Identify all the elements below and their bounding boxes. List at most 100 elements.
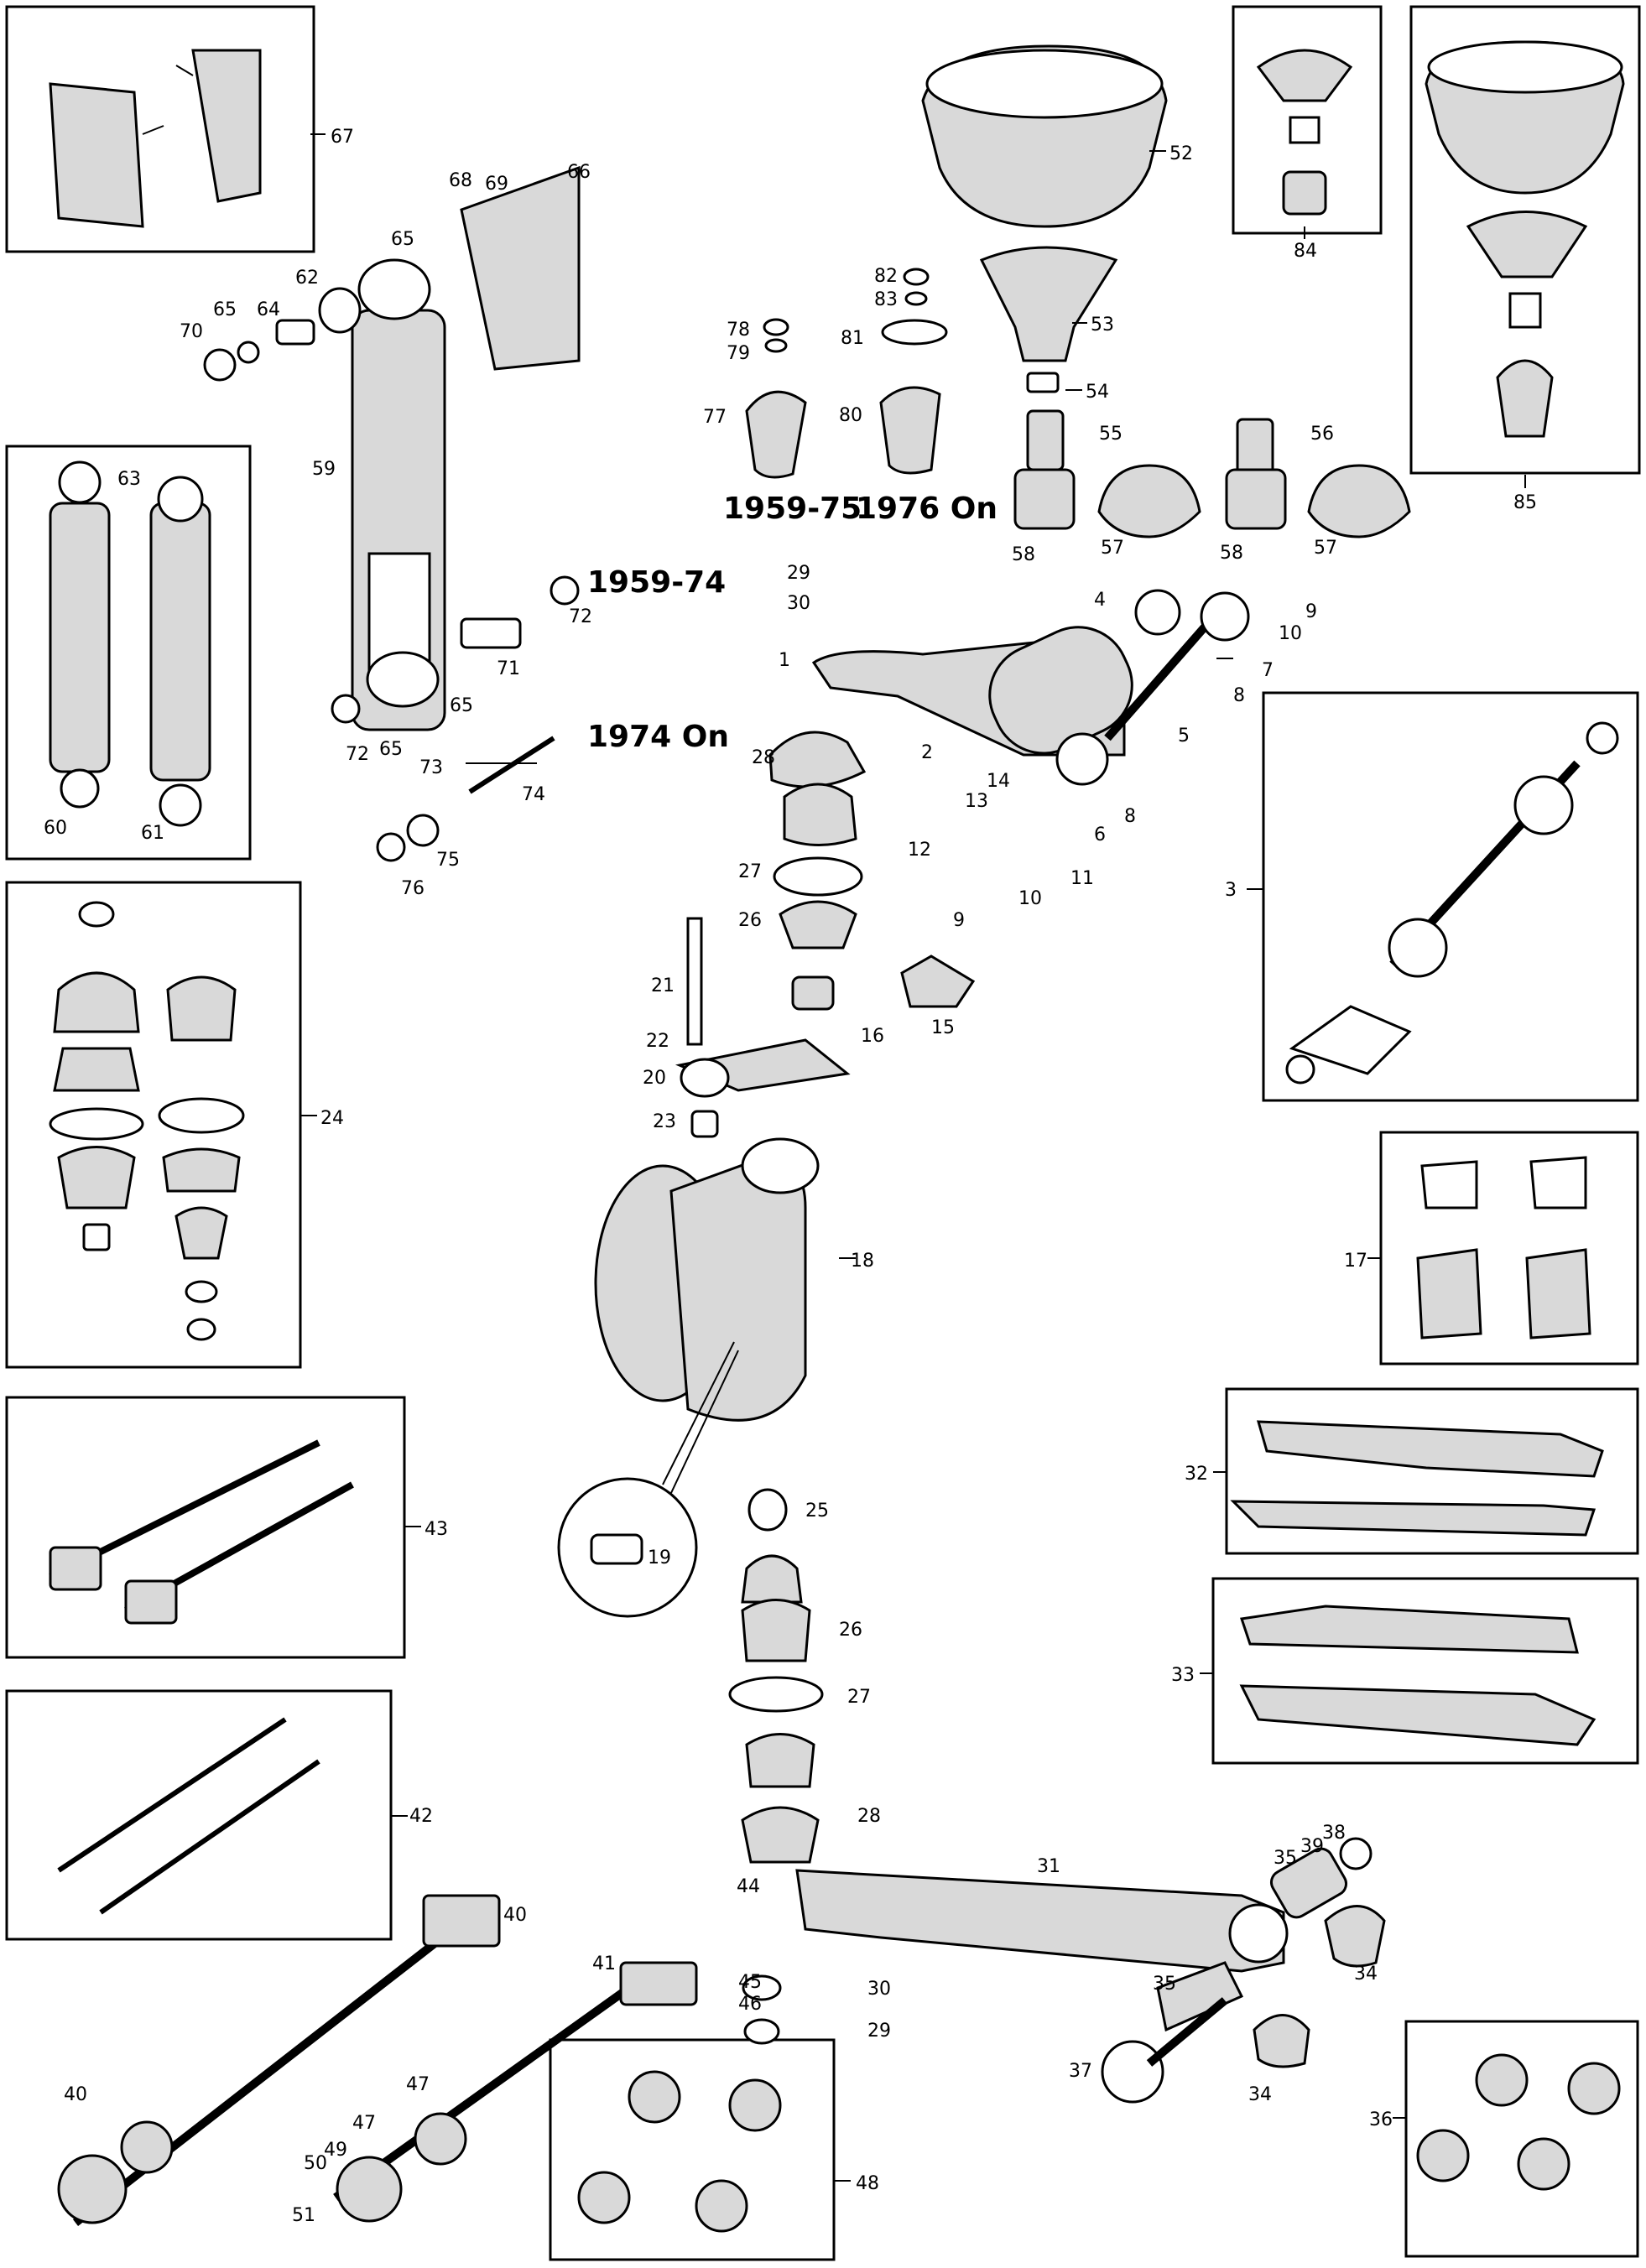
callout-21: 21: [651, 975, 675, 996]
tie-rods: [49, 1439, 698, 2226]
callout-71: 71: [497, 658, 520, 679]
callout-64: 64: [257, 299, 280, 320]
callout-40b: 40: [64, 2084, 87, 2105]
bush-stack-lower: [728, 1488, 824, 2045]
links-32: [1230, 1420, 1604, 1537]
callout-57b: 57: [1314, 538, 1337, 559]
year-note-1976-on: 1976 On: [856, 492, 997, 526]
callout-58b: 58: [1220, 543, 1243, 564]
bump-rubber-17: [1416, 1156, 1591, 1339]
callout-10a: 10: [1279, 623, 1302, 644]
callout-22: 22: [646, 1031, 669, 1052]
callout-62: 62: [295, 268, 319, 289]
callout-77: 77: [703, 407, 727, 428]
callout-70: 70: [180, 321, 203, 342]
callout-75: 75: [436, 850, 460, 871]
callout-26b: 26: [839, 1620, 862, 1641]
callout-39: 39: [1300, 1836, 1324, 1857]
callout-44: 44: [737, 1876, 760, 1897]
callout-80: 80: [839, 405, 862, 426]
callout-79: 79: [727, 343, 750, 364]
callout-8b: 8: [1124, 806, 1136, 827]
callout-43: 43: [425, 1519, 448, 1540]
callout-65c: 65: [450, 695, 473, 716]
callout-46: 46: [738, 1994, 762, 2015]
callout-72b: 72: [346, 744, 369, 765]
callout-56: 56: [1310, 424, 1334, 445]
callout-18: 18: [851, 1251, 874, 1272]
callout-65a: 65: [391, 229, 414, 250]
leader-lines: [300, 133, 1526, 2182]
callout-29b: 29: [867, 2021, 891, 2042]
callout-63: 63: [117, 469, 141, 490]
callout-59: 59: [312, 459, 336, 480]
arm-shaft-3: [1285, 721, 1619, 1085]
callout-51: 51: [292, 2205, 315, 2226]
callout-10b: 10: [1018, 888, 1042, 909]
callout-52: 52: [1169, 143, 1193, 164]
callout-65b: 65: [213, 299, 237, 320]
year-note-1959-74: 1959-74: [587, 565, 726, 600]
shock-absorber-59: [203, 165, 581, 862]
callout-57a: 57: [1101, 538, 1124, 559]
callout-30b: 30: [867, 1979, 891, 2000]
callout-28b: 28: [857, 1806, 881, 1827]
callout-82: 82: [874, 266, 898, 287]
callout-32: 32: [1185, 1464, 1208, 1485]
callout-83: 83: [874, 289, 898, 310]
callout-65d: 65: [379, 739, 403, 760]
callout-26a: 26: [738, 910, 762, 931]
callout-15: 15: [931, 1017, 955, 1038]
callout-29a: 29: [787, 563, 810, 584]
callout-48: 48: [856, 2173, 879, 2194]
callout-2: 2: [921, 742, 933, 763]
callout-3: 3: [1225, 880, 1237, 901]
callout-53: 53: [1091, 315, 1114, 336]
year-note-1974-on: 1974 On: [587, 720, 729, 754]
callout-73: 73: [419, 757, 443, 778]
bracket-pair-67: [49, 49, 262, 228]
year-note-1959-75: 1959-75: [723, 492, 862, 526]
box-60-61: [5, 445, 252, 861]
callout-50: 50: [304, 2153, 327, 2174]
callout-67: 67: [331, 127, 354, 148]
box-48: [549, 2038, 836, 2261]
callout-7: 7: [1262, 660, 1274, 681]
box-42: [5, 1689, 393, 1941]
callout-66: 66: [567, 162, 591, 183]
callout-85: 85: [1513, 492, 1537, 513]
stub-axle-18: [557, 1137, 820, 1618]
callout-24: 24: [320, 1108, 344, 1129]
wishbone-arm-1: [811, 589, 1250, 786]
callout-31: 31: [1037, 1856, 1060, 1877]
callout-34a: 34: [1354, 1964, 1378, 1984]
callout-34b: 34: [1248, 2084, 1272, 2105]
box-17: [1379, 1131, 1639, 1365]
callout-1: 1: [779, 650, 790, 671]
bush-stack-upper: [768, 731, 867, 1011]
box-43: [5, 1396, 406, 1659]
callout-49: 49: [324, 2140, 347, 2161]
callout-40a: 40: [503, 1905, 527, 1926]
callout-27a: 27: [738, 861, 762, 882]
callout-11: 11: [1070, 868, 1094, 889]
box-85: [1409, 5, 1641, 475]
spring-assembly-52-58: [921, 44, 1411, 538]
callout-69: 69: [485, 174, 508, 195]
bushes-48: [577, 2070, 782, 2233]
callout-23: 23: [653, 1111, 676, 1132]
callout-6: 6: [1094, 824, 1106, 845]
callout-17: 17: [1344, 1251, 1367, 1272]
box-67: [5, 5, 315, 253]
callout-16: 16: [861, 1026, 884, 1047]
box-3: [1262, 691, 1639, 1102]
callout-84: 84: [1294, 241, 1317, 262]
callout-13: 13: [965, 791, 988, 812]
callout-35a: 35: [1274, 1848, 1297, 1869]
callout-27b: 27: [847, 1687, 871, 1708]
callout-36: 36: [1369, 2109, 1393, 2130]
callout-41: 41: [592, 1953, 616, 1974]
lever-20: [675, 917, 976, 1138]
callout-58a: 58: [1012, 544, 1035, 565]
